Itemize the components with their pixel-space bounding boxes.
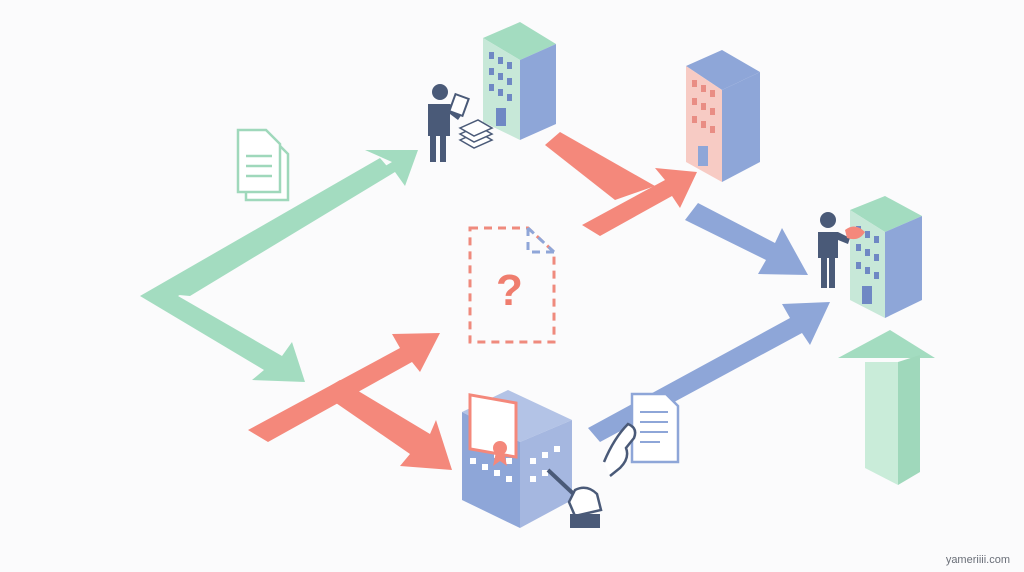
watermark: yameriiii.com <box>945 554 1010 566</box>
unknown-document-icon: ? <box>468 226 556 344</box>
certificate-building <box>462 390 572 528</box>
building-pink <box>686 50 760 182</box>
red-arrow-lower <box>248 333 452 470</box>
hand-signing-icon <box>546 468 603 528</box>
green-arrow <box>140 150 418 382</box>
green-up-arrow <box>838 330 935 485</box>
person-reading-icon <box>428 84 494 162</box>
hand-document-icon <box>602 392 680 477</box>
blue-arrow-upper <box>685 203 808 275</box>
blue-arrow-lower <box>588 302 830 442</box>
building-top <box>483 22 556 140</box>
red-arrow-upper <box>545 132 697 236</box>
person-handshake-icon <box>818 212 865 288</box>
document-icon <box>236 128 290 202</box>
question-mark: ? <box>496 266 523 315</box>
building-right <box>850 196 922 318</box>
